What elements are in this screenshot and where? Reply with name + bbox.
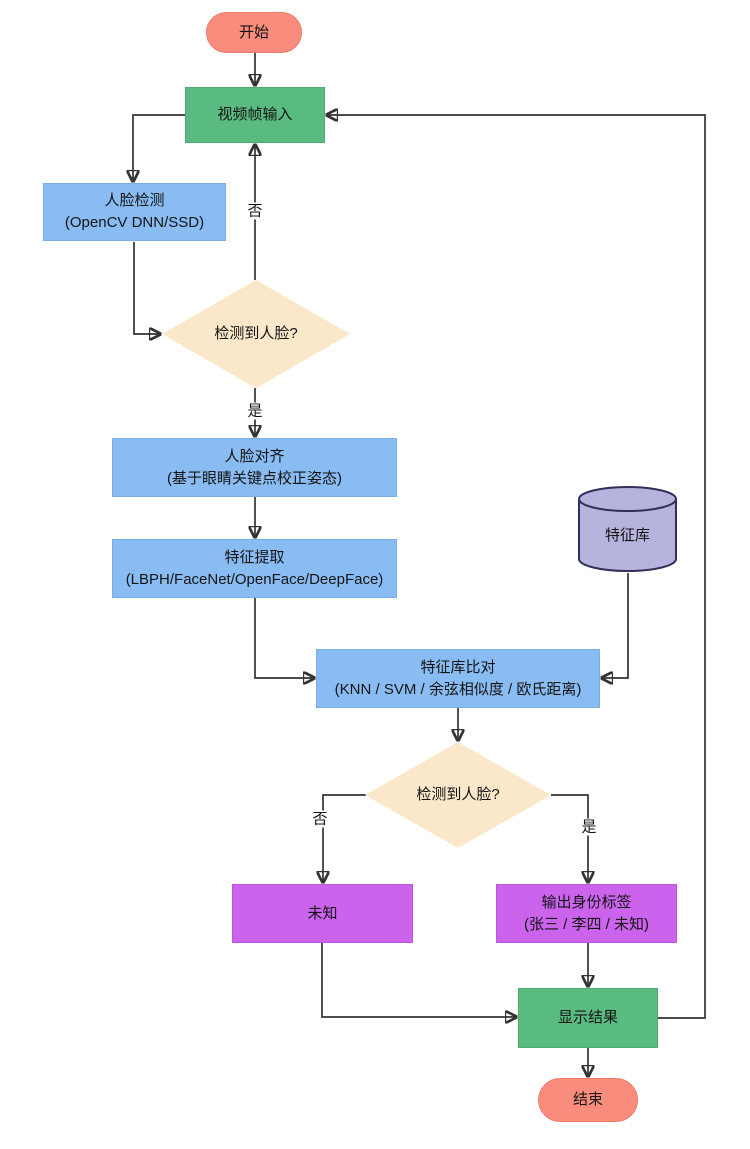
edge-label-no-1: 否 — [245, 202, 265, 220]
edge-db-to-compare — [602, 573, 629, 678]
edge-unknown-to-display — [321, 943, 516, 1017]
display-result-node: 显示结果 — [518, 988, 658, 1048]
feature-db-node: 特征库 — [577, 485, 678, 573]
start-label: 开始 — [238, 23, 269, 41]
face-detect-sublabel: (OpenCV DNN/SSD) — [64, 214, 205, 231]
end-node: 结束 — [538, 1078, 638, 1122]
edge-display-loop-to-video-input — [327, 115, 706, 1019]
video-input-node: 视频帧输入 — [185, 87, 325, 143]
database-cylinder-icon — [578, 486, 677, 572]
face-align-sublabel: (基于眼睛关键点校正姿态) — [167, 469, 342, 487]
output-identity-node: 输出身份标签 (张三 / 李四 / 未知) — [496, 884, 677, 943]
face-align-node: 人脸对齐 (基于眼睛关键点校正姿态) — [112, 438, 397, 497]
edge-face-detect-to-decision1 — [133, 242, 160, 334]
unknown-label: 未知 — [307, 904, 338, 922]
feature-extract-node: 特征提取 (LBPH/FaceNet/OpenFace/DeepFace) — [112, 539, 397, 598]
feature-compare-sublabel: (KNN / SVM / 余弦相似度 / 欧氏距离) — [334, 680, 582, 698]
edge-video-input-to-face-detect — [133, 114, 185, 181]
edge-label-yes-2: 是 — [579, 818, 599, 836]
feature-extract-sublabel: (LBPH/FaceNet/OpenFace/DeepFace) — [125, 570, 384, 588]
face-detect-label: 人脸检测 — [104, 192, 165, 209]
edge-label-yes-1: 是 — [245, 402, 265, 420]
video-input-label: 视频帧输入 — [217, 106, 293, 123]
feature-compare-label: 特征库比对 — [420, 658, 496, 676]
end-label: 结束 — [572, 1091, 603, 1108]
edge-decision2-yes-to-output — [551, 794, 588, 882]
edge-label-no-2: 否 — [310, 810, 330, 828]
display-result-label: 显示结果 — [557, 1009, 618, 1026]
output-identity-sublabel: (张三 / 李四 / 未知) — [524, 915, 649, 933]
face-align-label: 人脸对齐 — [224, 447, 285, 465]
edge-extract-to-compare — [254, 598, 314, 678]
start-node: 开始 — [206, 12, 302, 53]
feature-extract-label: 特征提取 — [224, 548, 285, 566]
output-identity-label: 输出身份标签 — [541, 893, 632, 911]
face-detected-decision-label: 检测到人脸? — [214, 325, 298, 342]
feature-db-label: 特征库 — [604, 527, 650, 544]
edge-decision2-no-to-unknown — [323, 794, 366, 882]
face-detect-node: 人脸检测 (OpenCV DNN/SSD) — [43, 183, 226, 241]
match-decision-label: 检测到人脸? — [416, 786, 500, 803]
feature-compare-node: 特征库比对 (KNN / SVM / 余弦相似度 / 欧氏距离) — [316, 649, 600, 708]
unknown-node: 未知 — [232, 884, 413, 943]
